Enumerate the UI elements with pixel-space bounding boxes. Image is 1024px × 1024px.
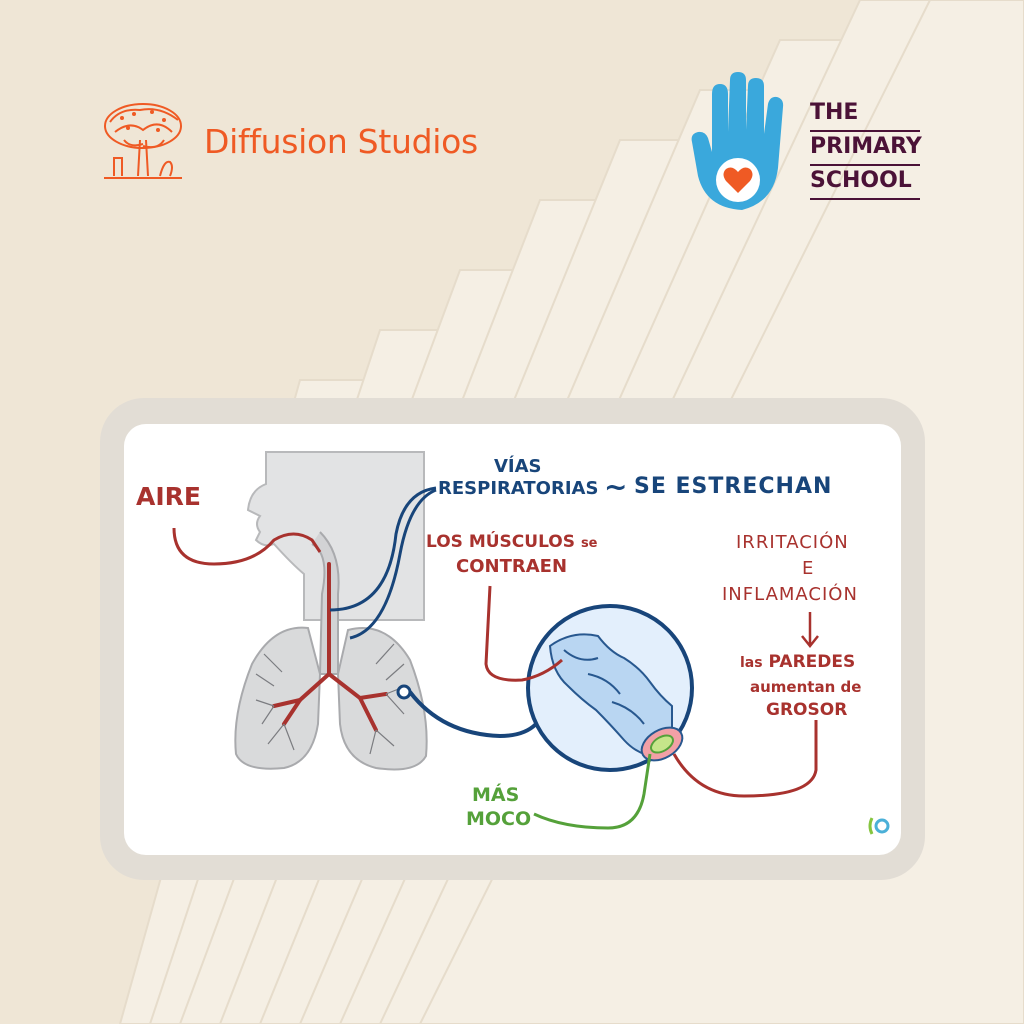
tps-line-the: THE	[810, 98, 920, 132]
label-se: se	[580, 536, 598, 551]
right-lung	[336, 627, 428, 771]
label-irritacion: IRRITACIÓN	[736, 532, 849, 553]
label-mas: MÁS	[472, 784, 520, 806]
zoom-origin-marker	[396, 684, 412, 700]
label-e: E	[802, 558, 814, 579]
label-los-musculos-text: LOS MÚSCULOS	[426, 532, 576, 552]
label-paredes: PAREDES	[768, 652, 856, 672]
diffusion-studios-wordmark: Diffusion Studios	[204, 121, 478, 161]
diffusion-studios-logo: Diffusion Studios	[100, 100, 478, 182]
label-aire: AIRE	[136, 482, 201, 511]
the-primary-school-wordmark: THE PRIMARY SCHOOL	[810, 98, 922, 200]
tps-line-school: SCHOOL	[810, 166, 920, 200]
head-silhouette	[246, 451, 425, 621]
muscles-pointer	[484, 585, 563, 682]
label-aumentan-de: aumentan de	[750, 678, 862, 696]
airway-pointer-1	[329, 486, 437, 612]
tps-line-primary: PRIMARY	[810, 132, 922, 166]
raised-hand-heart-icon	[691, 72, 784, 210]
label-las-paredes: las PAREDES	[740, 652, 855, 672]
the-primary-school-logo: THE PRIMARY SCHOOL	[690, 72, 930, 222]
label-las: las	[740, 655, 763, 671]
down-arrow	[801, 612, 819, 649]
constricted-bronchus	[548, 633, 684, 762]
air-line	[172, 527, 322, 566]
airway-pointer-2	[349, 488, 437, 640]
label-vias: VÍAS	[494, 456, 542, 477]
label-grosor: GROSOR	[766, 700, 848, 720]
label-respiratorias: RESPIRATORIAS	[438, 478, 599, 499]
walls-pointer	[672, 720, 818, 798]
left-lung	[234, 626, 322, 770]
label-los-musculos: LOS MÚSCULOS se	[426, 532, 598, 552]
zoom-connector	[408, 690, 538, 739]
osmosis-logo-icon	[868, 817, 890, 835]
label-tilde: ~	[604, 470, 628, 503]
asthma-illustration-card: AIRE VÍAS RESPIRATORIAS ~ SE ESTRECHAN L…	[124, 424, 901, 855]
asthma-diagram	[172, 451, 890, 835]
label-inflamacion: INFLAMACIÓN	[722, 584, 858, 605]
mucus-pointer	[533, 753, 652, 830]
label-se-estrechan: SE ESTRECHAN	[634, 474, 833, 499]
tree-logo-icon	[104, 103, 182, 179]
label-contraen: CONTRAEN	[456, 556, 568, 577]
label-moco: MOCO	[466, 808, 532, 830]
bronchial-tree	[272, 562, 388, 732]
